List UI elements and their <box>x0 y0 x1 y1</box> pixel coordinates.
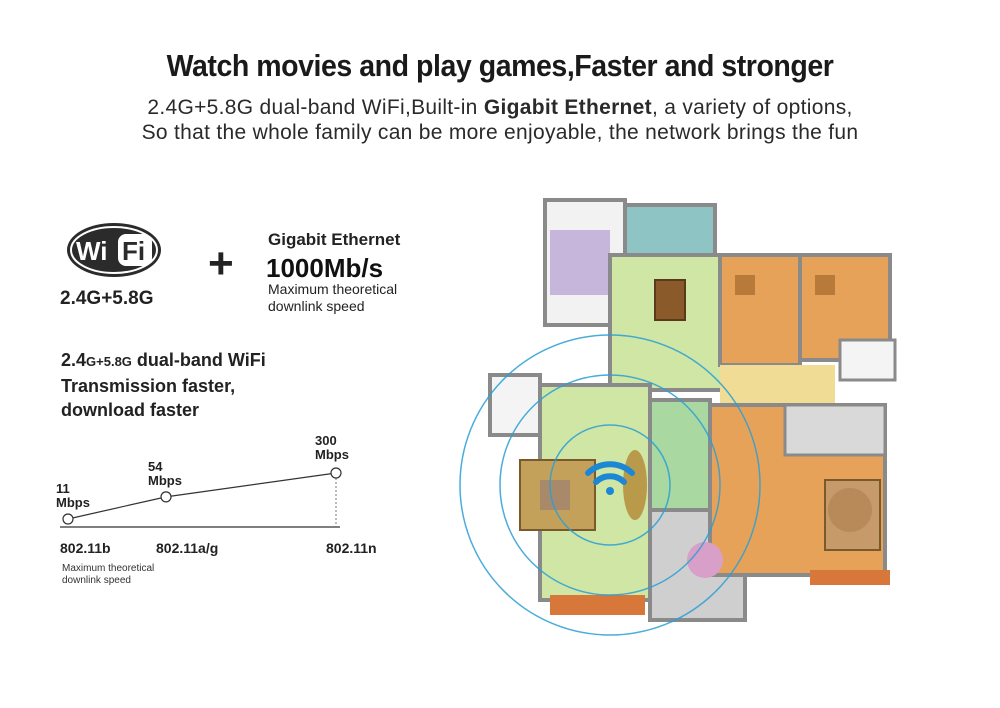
chart-data-label: Mbps <box>56 495 90 510</box>
floor-plan-illustration <box>459 198 897 636</box>
dual-band-num: 2.4 <box>61 350 87 370</box>
coverage-ring-middle <box>499 374 721 596</box>
chart-note-line1: Maximum theoretical <box>62 563 154 574</box>
svg-text:Fi: Fi <box>122 236 145 266</box>
dual-band-line1: 2.4G+5.8G dual-band WiFi <box>61 348 266 374</box>
chart-data-label: 11 <box>56 481 70 496</box>
chart-tick-label: 802.11b <box>60 540 111 556</box>
chart-point <box>62 513 74 525</box>
dual-band-line2: Transmission faster, <box>61 376 236 396</box>
ethernet-label: Gigabit Ethernet <box>268 230 401 249</box>
subtitle-line-1: 2.4G+5.8G dual-band WiFi,Built-in Gigabi… <box>0 96 1000 120</box>
dual-band-line3: download faster <box>61 400 200 420</box>
speed-chart: 11Mbps802.11b54Mbps802.11a/g300Mbps802.1… <box>56 433 377 586</box>
ethernet-speed: 1000Mb/s <box>266 253 384 283</box>
chart-tick-label: 802.11n <box>326 540 377 556</box>
ethernet-note-line2: downlink speed <box>268 298 365 314</box>
plus-sign: + <box>208 239 234 288</box>
wifi-band-label: 2.4G+5.8G <box>60 288 154 309</box>
subtitle-text: 2.4G+5.8G dual-band WiFi,Built-in <box>147 96 484 119</box>
chart-data-label: 54 <box>148 459 163 474</box>
chart-data-label: Mbps <box>148 473 182 488</box>
dual-band-suffix: dual-band WiFi <box>131 350 266 370</box>
chart-point <box>330 467 342 479</box>
chart-series-line <box>67 472 337 520</box>
chart-data-label: 300 <box>315 433 337 448</box>
subtitle-text-end: , a variety of options, <box>651 96 853 119</box>
chart-tick-label: 802.11a/g <box>156 540 218 556</box>
ethernet-note-line1: Maximum theoretical <box>268 281 398 297</box>
coverage-rings <box>459 334 761 636</box>
floor-furniture <box>519 275 881 578</box>
dual-band-num-small: G+5.8G <box>86 354 132 369</box>
chart-note-line2: downlink speed <box>62 575 131 586</box>
wifi-logo-icon: Wi Fi <box>67 223 161 277</box>
coverage-ring-inner <box>549 424 671 546</box>
subtitle-bold: Gigabit Ethernet <box>483 96 652 119</box>
chart-data-label: Mbps <box>315 447 349 462</box>
svg-text:Wi: Wi <box>76 236 108 266</box>
page-title: Watch movies and play games,Faster and s… <box>166 48 834 83</box>
dual-band-text: 2.4G+5.8G dual-band WiFi Transmission fa… <box>61 348 266 422</box>
coverage-ring-outer <box>459 334 761 636</box>
chart-point <box>160 491 172 503</box>
subtitle-line-2: So that the whole family can be more enj… <box>141 121 859 144</box>
wifi-signal-icon <box>585 461 635 495</box>
